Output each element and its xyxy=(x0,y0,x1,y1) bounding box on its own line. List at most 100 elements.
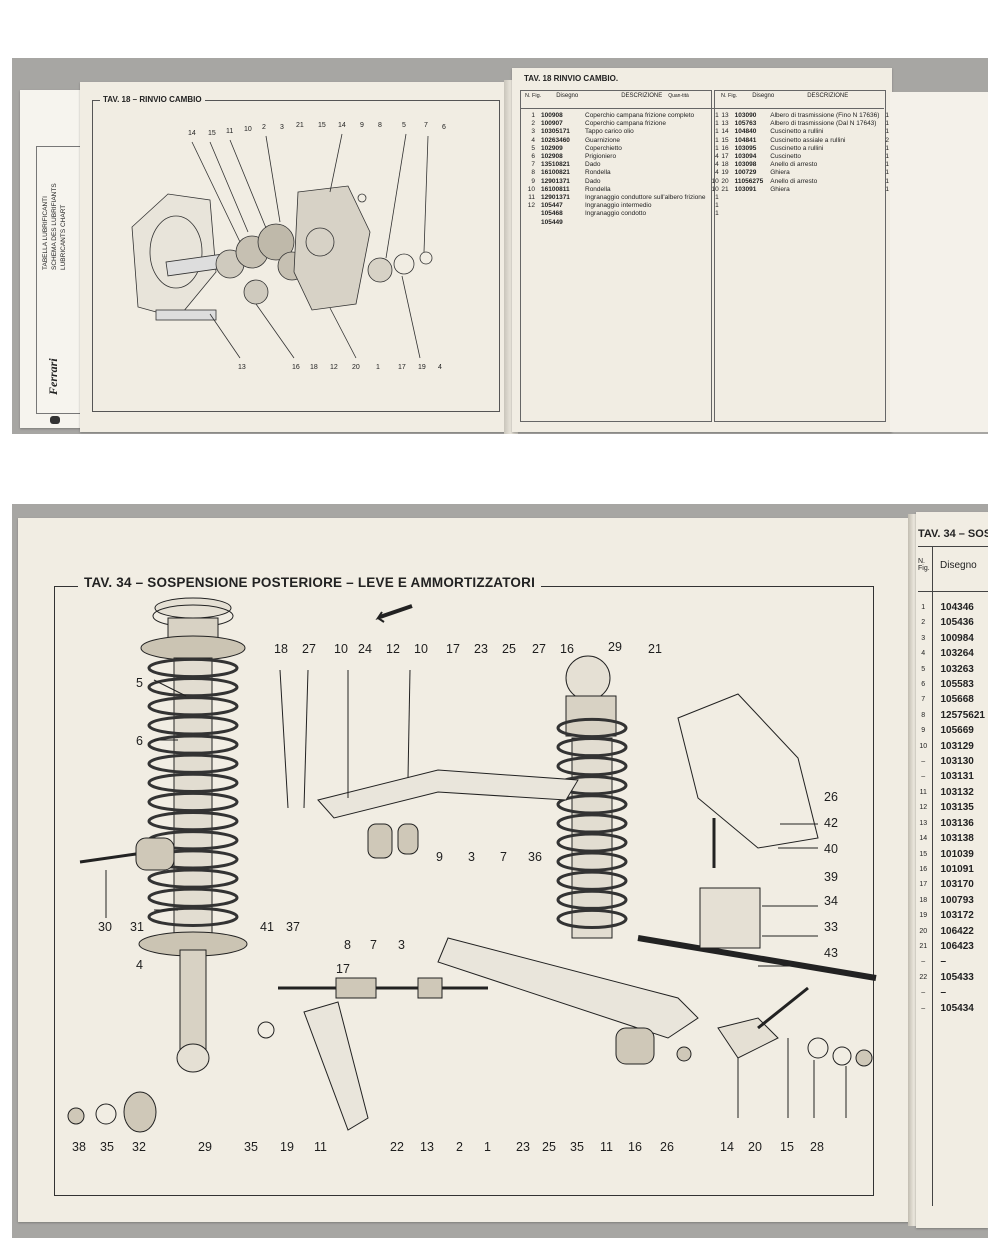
bottom-right-table-cell-dis: 103138 xyxy=(940,833,974,845)
top-left-table-cell-dis: 12901371 xyxy=(541,194,570,202)
top-left-table-cell-qty xyxy=(709,219,722,227)
bottom-right-col-disegno: Disegno xyxy=(940,560,977,571)
top-left-table-cell-fig xyxy=(522,210,538,218)
top-left-table-cell-dis: 16100821 xyxy=(541,169,570,177)
bottom-right-table-cell-fig: 14 xyxy=(919,835,928,843)
bottom-right-table-cell-dis: 106423 xyxy=(940,940,974,952)
rear-suspension-exploded-illustration xyxy=(67,597,877,1133)
bottom-right-table-row: –105434 xyxy=(916,1001,988,1016)
bottom-right-table-row: 8 12575621 xyxy=(916,708,988,723)
bottom-right-page: TAV. 34 – SOSPE N. Fig. Disegno 11043462… xyxy=(916,512,988,1228)
bottom-right-table-cell-fig: – xyxy=(921,758,926,766)
top-left-table-cell-desc: Ingranaggio intermedio xyxy=(585,202,652,210)
top-left-table-cell-dis: 105468 xyxy=(541,210,563,218)
top-left-table-cell-qty: 4 xyxy=(715,161,719,169)
bottom-right-table-cell-dis: – xyxy=(940,987,947,999)
bottom-right-table-row: 16 101091 xyxy=(916,862,988,877)
card-line-1: TABELLA LUBRIFICANTI xyxy=(42,196,49,270)
top-left-table-cell-dis: 100908 xyxy=(541,112,563,119)
top-right-table-cell-fig: 17 xyxy=(721,153,729,161)
top-left-table-cell-desc: Dado xyxy=(585,177,601,185)
bottom-right-table-cell-fig: 4 xyxy=(921,650,926,658)
bottom-right-table-cell-fig: 7 xyxy=(921,696,926,704)
spring-coil xyxy=(556,737,628,758)
top-right-page-edge xyxy=(890,92,988,432)
top-right-table-cell-fig: 18 xyxy=(721,161,729,169)
top-right-table-cell-fig: 14 xyxy=(721,128,729,136)
bottom-right-title: TAV. 34 – SOSPE xyxy=(918,528,988,540)
top-left-table-cell-fig: 5 xyxy=(531,144,535,152)
top-right-table-cell-fig: 13 xyxy=(721,112,729,119)
top-right-table-cell-fig: 13 xyxy=(721,120,729,128)
top-right-table-cell-fig: 21 xyxy=(721,185,729,193)
top-left-table-cell-fig: 12 xyxy=(527,202,535,210)
bottom-right-table-cell-fig: 21 xyxy=(919,942,928,950)
bottom-right-table-cell-dis: – xyxy=(940,956,947,968)
bottom-right-table-row: 11 103132 xyxy=(916,785,988,800)
bottom-right-table-cell-fig: 11 xyxy=(919,788,927,796)
bottom-right-table-cell-fig: 22 xyxy=(919,973,928,981)
top-right-table-cell-dis: 11056275 xyxy=(734,177,764,185)
bottom-right-table-cell-dis: 101091 xyxy=(940,863,974,875)
bottom-right-table-row: –– xyxy=(916,954,988,969)
bottom-right-table-cell-fig: 13 xyxy=(919,819,928,827)
bottom-right-table-cell-dis: 105668 xyxy=(940,694,974,706)
top-left-table-cell-qty: 1 xyxy=(715,210,719,218)
spring-coil xyxy=(147,772,239,793)
bottom-right-table-cell-fig: 8 xyxy=(921,711,926,719)
bottom-right-table-cell-dis: 105436 xyxy=(940,617,974,629)
bottom-right-table-cell-fig: 16 xyxy=(919,865,928,873)
top-left-table-cell-qty: 1 xyxy=(715,144,719,152)
top-left-table-row: 105449 xyxy=(522,219,722,227)
top-right-table-cell-dis: 104841 xyxy=(734,136,757,144)
top-right-table-cell-dis: 103090 xyxy=(734,112,757,119)
spring-coil xyxy=(147,657,239,679)
top-right-table-cell-dis: 103098 xyxy=(734,161,757,169)
bottom-right-table-cell-fig: 15 xyxy=(919,850,928,858)
top-left-table-cell-fig: 9 xyxy=(531,177,535,185)
spring-coil xyxy=(147,811,239,832)
bottom-right-table-cell-dis: 103170 xyxy=(940,879,974,891)
bottom-right-table-cell-dis: 105583 xyxy=(940,679,974,691)
card-brand: Ferrari xyxy=(46,358,60,395)
top-right-table-cell-qty: 1 xyxy=(885,128,889,136)
top-left-table-cell-dis: 105449 xyxy=(541,218,563,226)
top-left-table-cell-fig xyxy=(522,219,538,227)
top-parts-table-right-head: N. Fig. Disegno DESCRIZIONE xyxy=(721,93,849,99)
spring-coil xyxy=(556,851,628,872)
top-right-table-cell-qty: 1 xyxy=(885,185,889,193)
top-left-table-cell-desc: Ingranaggio condotto xyxy=(585,210,647,218)
card-line-2: SCHEMA DES LUBRIFIANTS xyxy=(51,183,58,270)
top-right-table-cell-qty: 1 xyxy=(885,112,889,119)
bottom-right-table-cell-fig: 20 xyxy=(919,927,928,935)
top-left-table-cell-qty: 1 xyxy=(715,112,719,119)
top-left-table-cell-fig: 6 xyxy=(531,153,535,161)
bottom-right-table-row: –– xyxy=(916,985,988,1000)
top-left-page: TAV. 18 – RINVIO CAMBIO 14 15 11 10 2 3 … xyxy=(80,82,508,432)
top-left-table-cell-qty: 1 xyxy=(715,128,719,136)
spring-coil xyxy=(147,696,239,717)
top-left-table-cell-dis: 102909 xyxy=(541,144,563,152)
bottom-right-table-cell-dis: 103132 xyxy=(940,786,974,798)
bottom-right-table-cell-dis: 100793 xyxy=(940,894,974,906)
bottom-right-table-cell-dis: 12575621 xyxy=(940,709,986,721)
top-right-table-cell-qty: 1 xyxy=(885,144,889,152)
bottom-right-table-row: 21 106423 xyxy=(916,939,988,954)
top-left-table-cell-qty: 1 xyxy=(715,136,719,144)
